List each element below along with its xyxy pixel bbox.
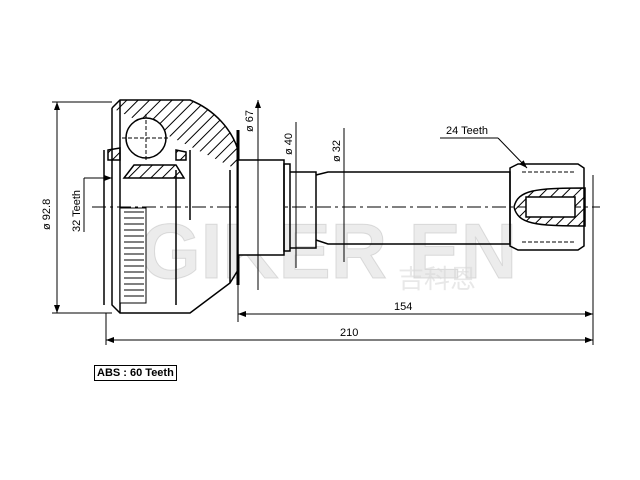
watermark: GIKER EN 吉科恩 xyxy=(140,207,518,296)
label-overall-length: 210 xyxy=(340,327,358,339)
dim-outer-diameter: ø 92.8 xyxy=(41,101,112,314)
dim-overall-length: 210 xyxy=(105,313,593,345)
bell-housing xyxy=(103,99,240,314)
label-neck-diameter: ø 67 xyxy=(244,110,256,132)
dim-shaft-length: 154 xyxy=(237,175,594,345)
label-outer-diameter: ø 92.8 xyxy=(41,199,53,230)
abs-tone-ring xyxy=(119,207,147,304)
label-shoulder-diameter: ø 40 xyxy=(283,133,295,155)
abs-teeth-label: ABS : 60 Teeth xyxy=(94,365,177,381)
dim-shaft-diameter: ø 32 xyxy=(331,128,345,262)
output-shaft xyxy=(237,159,586,256)
watermark-latin: GIKER EN xyxy=(140,207,517,295)
label-inner-spline: 32 Teeth xyxy=(71,190,83,232)
watermark-chinese: 吉科恩 xyxy=(398,265,476,295)
dim-end-spline: 24 Teeth xyxy=(440,125,528,169)
dim-shoulder-diameter: ø 40 xyxy=(283,122,297,268)
dim-neck-diameter: ø 67 xyxy=(244,100,261,290)
dim-inner-spline: 32 Teeth xyxy=(71,175,112,232)
label-shaft-diameter: ø 32 xyxy=(331,140,343,162)
label-shaft-length: 154 xyxy=(394,301,412,313)
label-end-spline: 24 Teeth xyxy=(446,125,488,137)
